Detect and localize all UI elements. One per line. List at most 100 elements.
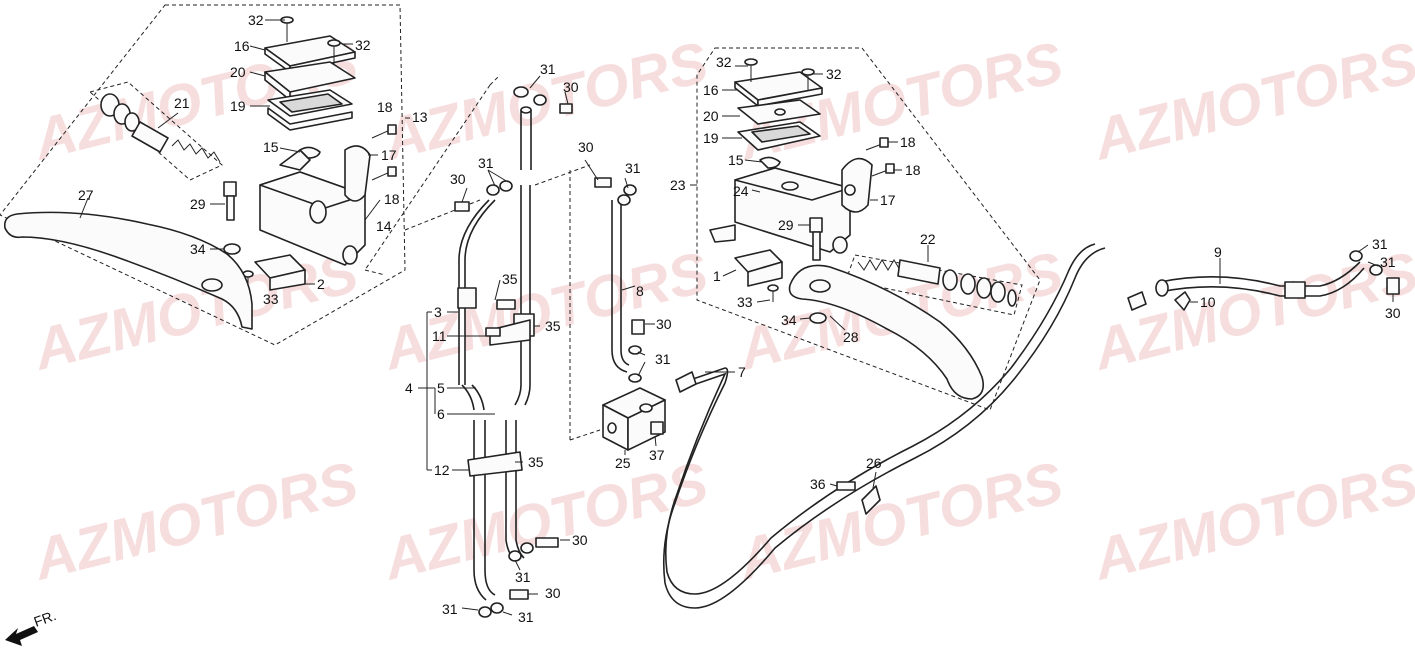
diaphragm-base <box>267 107 353 131</box>
callout: 15 <box>728 152 744 168</box>
right-master-cylinder-group <box>696 47 1041 411</box>
master-cylinder-port <box>342 245 358 265</box>
banjo-bolt <box>559 103 573 114</box>
callout: 1 <box>713 268 721 284</box>
brake-pipe-group <box>663 243 1400 609</box>
clamp-bracket <box>489 319 531 346</box>
callout: 2 <box>317 276 325 292</box>
bolt <box>371 124 397 139</box>
callout: 30 <box>545 585 561 601</box>
leader-dashed <box>364 84 491 271</box>
callout: 18 <box>377 99 393 115</box>
hose-clip <box>1174 291 1191 311</box>
leader-dashed <box>569 429 601 441</box>
callout: 31 <box>655 351 671 367</box>
callout: 31 <box>1372 236 1388 252</box>
front-direction-icon: FR. <box>5 607 58 646</box>
master-cylinder-bore <box>309 200 327 224</box>
handlebar-holder <box>344 145 371 202</box>
washer <box>490 602 504 614</box>
callout: 12 <box>434 462 450 478</box>
callout: 13 <box>412 109 428 125</box>
callout: 24 <box>733 183 749 199</box>
callout: 22 <box>920 231 936 247</box>
washer <box>499 180 513 192</box>
callout: 30 <box>656 316 672 332</box>
banjo-bolt <box>594 177 612 188</box>
washer <box>508 550 522 562</box>
washer <box>486 184 500 196</box>
bolt <box>871 163 895 177</box>
callout: 27 <box>78 187 94 203</box>
left-master-cylinder-group <box>0 4 481 346</box>
watermark-text: AZMOTORS <box>25 449 364 593</box>
callout: 21 <box>174 95 190 111</box>
mounting-bolt <box>650 421 664 435</box>
callout: 20 <box>703 108 719 124</box>
hose-fitting <box>1284 281 1306 299</box>
screw <box>801 68 815 90</box>
brake-lever <box>788 264 985 400</box>
brake-lever <box>3 211 253 330</box>
banjo-bolt <box>1386 277 1400 295</box>
retaining-clip <box>299 146 321 159</box>
three-way-joint-front <box>627 399 666 451</box>
watermark-text: AZMOTORS <box>1085 239 1415 383</box>
callout: 35 <box>545 318 561 334</box>
callout: 30 <box>450 171 466 187</box>
piston-kit <box>845 254 1023 316</box>
brake-hose <box>464 199 496 385</box>
banjo-bolt <box>454 201 470 212</box>
piston-kit <box>88 81 223 181</box>
callout: 31 <box>1380 254 1396 270</box>
callout: 32 <box>826 66 842 82</box>
leader-dashed <box>534 164 591 186</box>
callout: 8 <box>636 283 644 299</box>
callout: 36 <box>810 476 826 492</box>
callout: 30 <box>572 532 588 548</box>
banjo-bolt <box>631 319 645 335</box>
pivot-bolt <box>223 181 237 221</box>
brake-hose-group <box>364 74 666 618</box>
brake-pipe <box>663 247 1106 609</box>
callout: 7 <box>738 364 746 380</box>
callout: 31 <box>515 569 531 585</box>
brake-light-switch-front <box>747 261 783 287</box>
bolt <box>371 166 397 181</box>
reservoir-neck <box>279 149 311 171</box>
washer <box>520 542 534 554</box>
callout: 30 <box>563 79 579 95</box>
callout: 5 <box>437 380 445 396</box>
brake-hose <box>1159 261 1361 287</box>
washer <box>628 373 642 383</box>
washer <box>617 194 631 206</box>
callout: 17 <box>880 192 896 208</box>
pipe-bracket <box>861 485 881 515</box>
callout: 35 <box>502 271 518 287</box>
bracket-bolt <box>836 481 856 491</box>
callout-labels: 32 32 16 20 19 15 18 13 17 18 14 21 27 2… <box>78 12 1401 625</box>
diaphragm-inner <box>279 93 343 113</box>
reservoir-cover-front <box>757 87 823 107</box>
callout: 29 <box>190 196 206 212</box>
leader-dashed <box>364 269 386 276</box>
callout: 30 <box>578 139 594 155</box>
washer <box>533 94 547 106</box>
washer <box>1349 250 1363 262</box>
callout: 33 <box>263 291 279 307</box>
pipe-nut <box>675 371 697 393</box>
handlebar-holder <box>841 157 873 213</box>
callout: 19 <box>230 98 246 114</box>
callout: 31 <box>625 160 641 176</box>
lever-pivot-hole <box>809 279 831 293</box>
callout: 11 <box>432 328 447 344</box>
callout: 30 <box>1385 305 1401 321</box>
callout: 19 <box>703 130 719 146</box>
lever-pivot-hole <box>201 278 223 292</box>
banjo-bolt <box>509 589 529 600</box>
hose-fitting <box>1155 279 1169 297</box>
callout: 32 <box>248 12 264 28</box>
callout: 17 <box>381 147 397 163</box>
